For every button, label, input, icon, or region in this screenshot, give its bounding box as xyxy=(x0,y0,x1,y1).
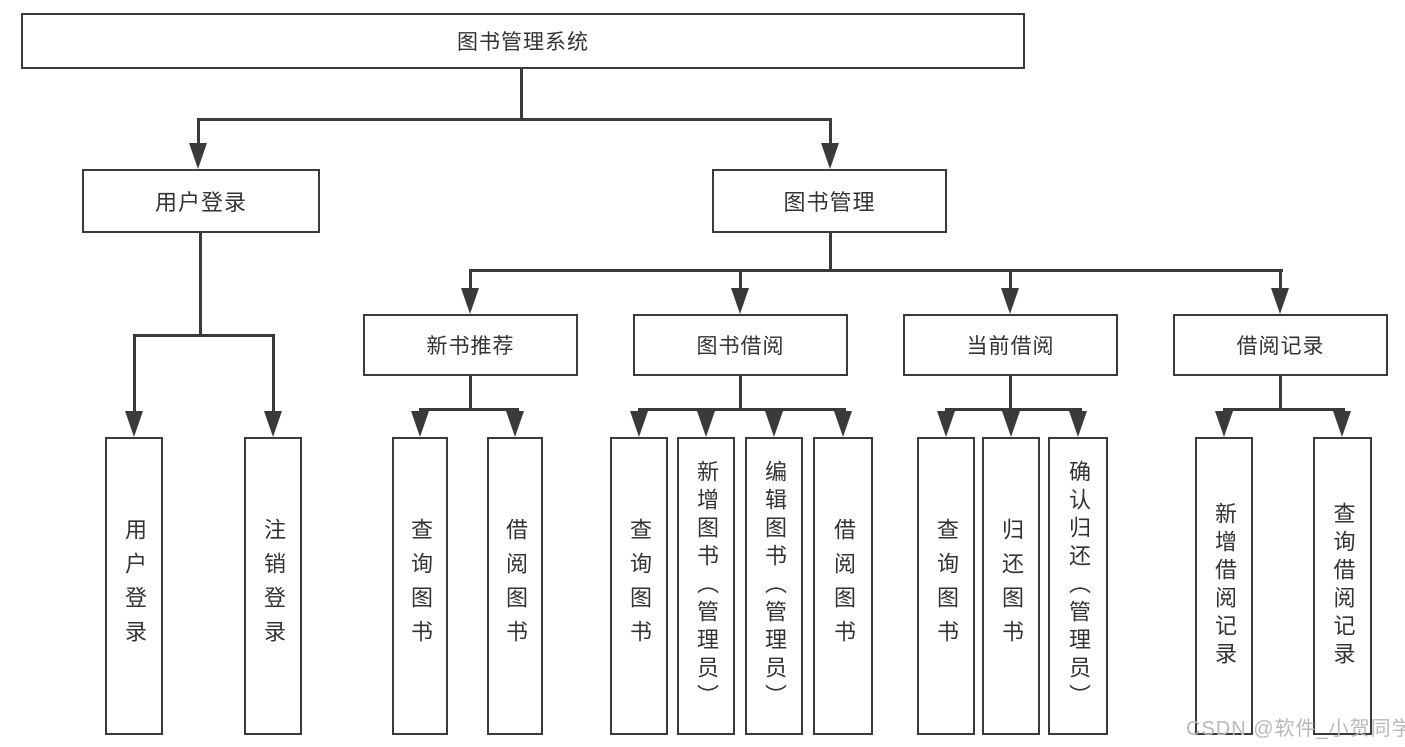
arrowhead-br-search xyxy=(1333,411,1351,437)
arrowhead-book-borrow xyxy=(731,288,749,314)
connector-root-to-user-login xyxy=(197,118,200,148)
connector-root-stem xyxy=(520,69,523,119)
arrowhead-bb-add xyxy=(697,411,715,437)
leaf-bb-add-books-admin: 新增图书︵管理员︶ xyxy=(677,437,735,735)
connector-borrow-records-split xyxy=(1223,408,1345,411)
arrowhead-user-login xyxy=(189,143,207,169)
arrowhead-br-add xyxy=(1215,411,1233,437)
node-new-books: 新书推荐 xyxy=(363,314,578,376)
connector-user-login-split xyxy=(133,334,275,337)
arrowhead-bb-search xyxy=(630,411,648,437)
arrowhead-book-mgmt xyxy=(821,143,839,169)
connector-book-borrow-split xyxy=(638,408,846,411)
connector-to-new-books xyxy=(469,269,472,290)
node-library-system: 图书管理系统 xyxy=(21,13,1025,69)
arrowhead-bb-borrow xyxy=(834,411,852,437)
arrowhead-borrow-records xyxy=(1271,288,1289,314)
leaf-logout: 注销登录 xyxy=(244,437,302,735)
leaf-nb-search-books: 查询图书 xyxy=(392,437,448,735)
arrowhead-logout-leaf xyxy=(264,411,282,437)
leaf-br-search-record: 查询借阅记录 xyxy=(1313,437,1372,735)
arrowhead-nb-borrow xyxy=(506,411,524,437)
node-user-login: 用户登录 xyxy=(82,169,320,233)
node-book-mgmt: 图书管理 xyxy=(712,169,947,233)
connector-user-login-stem xyxy=(199,233,202,335)
leaf-nb-borrow-books: 借阅图书 xyxy=(487,437,543,735)
connector-new-books-stem xyxy=(469,376,472,410)
connector-book-mgmt-split xyxy=(469,269,1283,272)
leaf-cb-search-books: 查询图书 xyxy=(917,437,975,735)
connector-to-login-leaf xyxy=(133,334,136,412)
arrowhead-cb-return xyxy=(1002,411,1020,437)
node-borrow-records: 借阅记录 xyxy=(1173,314,1388,376)
connector-to-borrow-records xyxy=(1279,269,1282,290)
leaf-bb-edit-books-admin: 编辑图书︵管理员︶ xyxy=(745,437,803,735)
leaf-cb-return-books: 归还图书 xyxy=(982,437,1040,735)
arrowhead-cb-confirm xyxy=(1069,411,1087,437)
leaf-cb-confirm-return-admin: 确认归还︵管理员︶ xyxy=(1048,437,1108,735)
connector-to-logout-leaf xyxy=(272,334,275,412)
watermark: CSDN @软件_小贺同学 xyxy=(1186,718,1405,740)
leaf-bb-borrow-books: 借阅图书 xyxy=(813,437,873,735)
arrowhead-new-books xyxy=(461,288,479,314)
leaf-bb-search-books: 查询图书 xyxy=(610,437,668,735)
arrowhead-current-borrow xyxy=(1001,288,1019,314)
connector-current-borrow-split xyxy=(945,408,1082,411)
node-current-borrow: 当前借阅 xyxy=(903,314,1118,376)
connector-root-to-book-mgmt xyxy=(829,118,832,148)
leaf-user-login: 用户登录 xyxy=(105,437,163,735)
connector-book-mgmt-stem xyxy=(829,233,832,272)
connector-root-split xyxy=(197,118,832,121)
connector-current-borrow-stem xyxy=(1009,376,1012,410)
node-book-borrow: 图书借阅 xyxy=(633,314,848,376)
connector-borrow-records-stem xyxy=(1279,376,1282,410)
arrowhead-nb-search xyxy=(411,411,429,437)
arrowhead-login-leaf xyxy=(125,411,143,437)
arrowhead-cb-search xyxy=(937,411,955,437)
connector-to-current-borrow xyxy=(1009,269,1012,290)
connector-book-borrow-stem xyxy=(739,376,742,410)
connector-to-book-borrow xyxy=(739,269,742,290)
arrowhead-bb-edit xyxy=(765,411,783,437)
connector-new-books-split xyxy=(419,408,519,411)
leaf-br-add-record: 新增借阅记录 xyxy=(1195,437,1253,735)
